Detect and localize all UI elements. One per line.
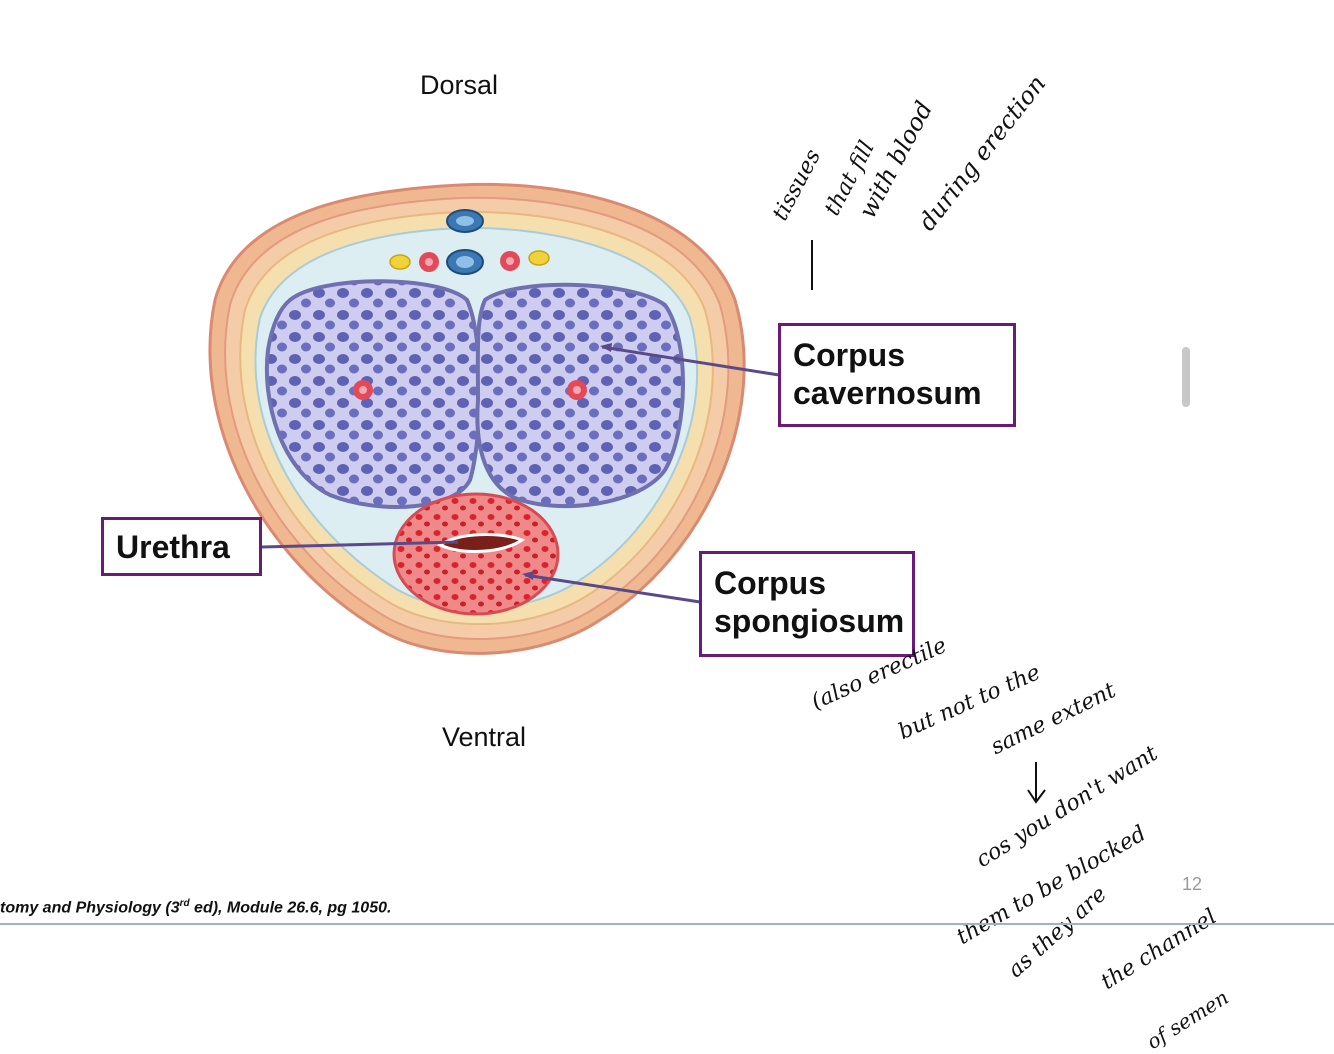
- corpus-cavernosum-label: Corpus cavernosum: [778, 323, 1016, 427]
- urethra-text: Urethra: [116, 529, 230, 565]
- scrollbar-thumb[interactable]: [1182, 347, 1190, 407]
- ventral-label: Ventral: [442, 722, 527, 752]
- corpus-spongiosum-line2: spongiosum: [714, 603, 905, 639]
- dorsal-label: Dorsal: [420, 70, 499, 100]
- slide-number: 12: [1182, 874, 1203, 894]
- footer-divider: [0, 923, 1334, 925]
- leader-cavernosum: [601, 345, 780, 377]
- corpus-spongiosum-line1: Corpus: [714, 565, 826, 601]
- citation-text: tomy and Physiology (3rd ed), Module 26.…: [0, 898, 391, 917]
- leader-urethra: [261, 540, 459, 549]
- citation-sup: rd: [179, 898, 190, 909]
- citation-suffix: ed), Module 26.6, pg 1050.: [189, 899, 392, 917]
- corpus-cavernosum-line2: cavernosum: [793, 375, 982, 411]
- corpus-spongiosum-label: Corpus spongiosum: [699, 551, 915, 657]
- citation-prefix: tomy and Physiology (3: [0, 899, 180, 917]
- urethra-label: Urethra: [101, 517, 262, 576]
- leader-spongiosum: [524, 573, 701, 604]
- corpus-cavernosum-line1: Corpus: [793, 337, 905, 373]
